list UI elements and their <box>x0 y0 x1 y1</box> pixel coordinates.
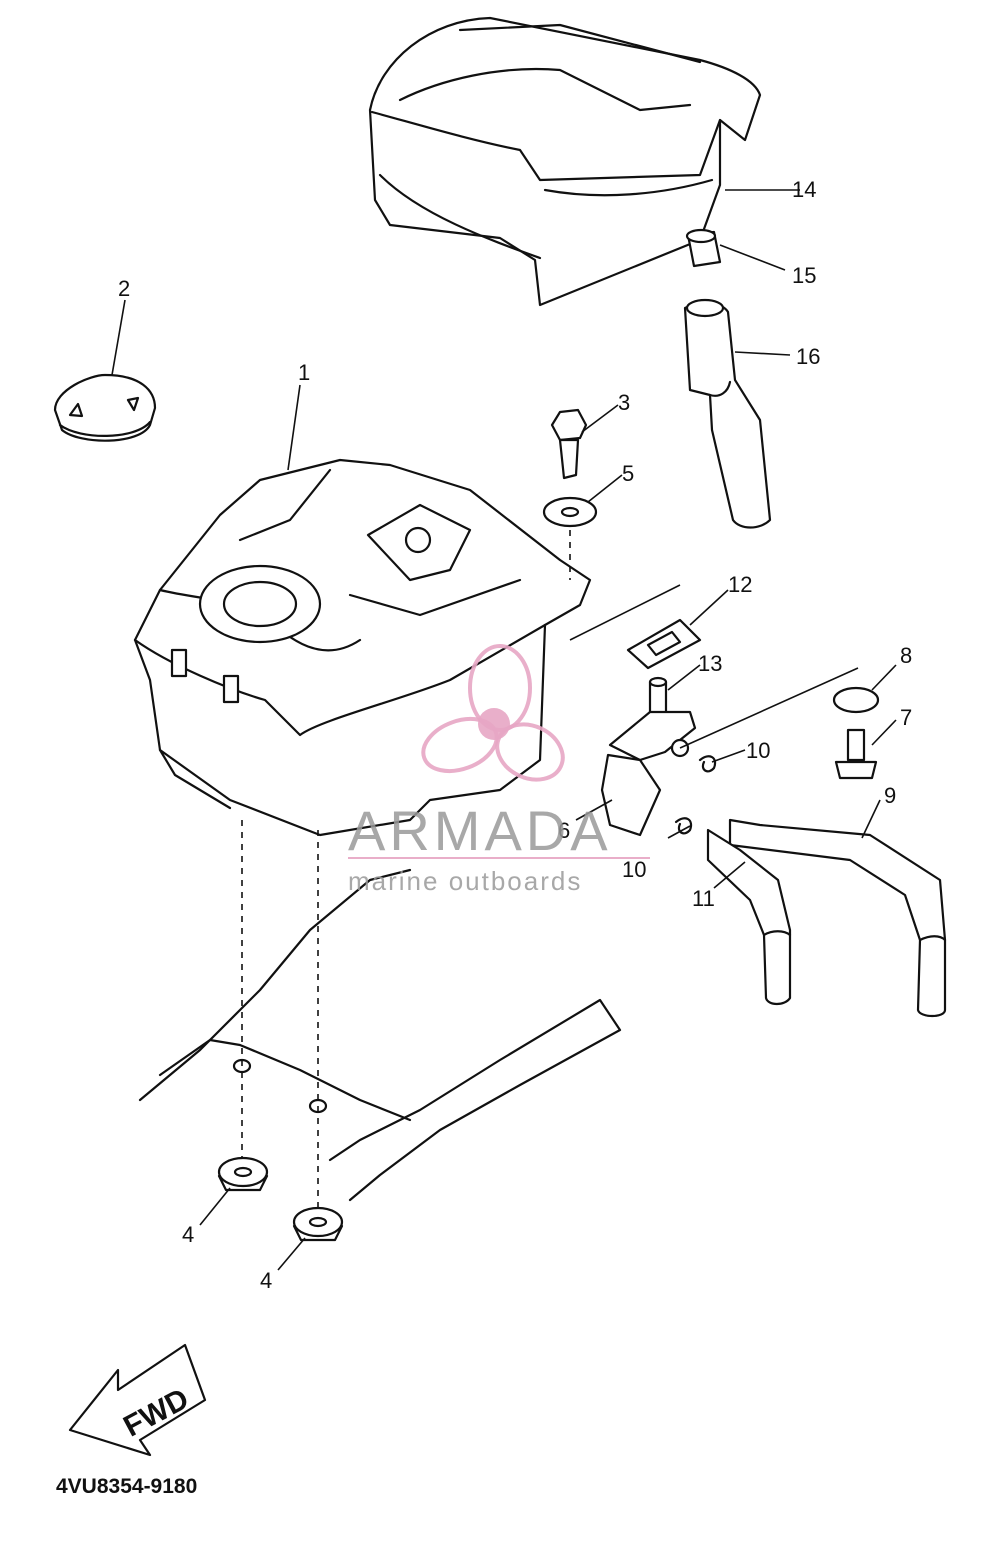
fitting-part <box>685 228 722 268</box>
fuel-hose-2-part <box>706 828 792 1006</box>
drain-screw-part <box>834 728 878 780</box>
callout-5: 5 <box>622 461 634 486</box>
top-cover-part <box>368 16 762 307</box>
rubber-grommet-2-part <box>292 1206 344 1242</box>
grommet-part <box>542 496 598 528</box>
callout-3: 3 <box>618 390 630 415</box>
fwd-arrow: FWD <box>68 1343 207 1457</box>
callout-12: 12 <box>728 572 752 597</box>
bolt-part <box>550 408 588 480</box>
callout-14: 14 <box>792 177 816 202</box>
callout-13: 13 <box>698 651 722 676</box>
watermark-brand: ARMADA <box>348 799 612 862</box>
bracket-part <box>138 868 622 1202</box>
propeller-logo-icon <box>421 644 565 782</box>
callout-10a: 10 <box>746 738 770 763</box>
callout-6: 6 <box>558 818 570 843</box>
clip-part <box>674 755 717 835</box>
armada-watermark-logo: ARMADA marine outboards <box>348 644 650 896</box>
fuel-hose-part <box>728 818 947 1018</box>
filler-cap-part <box>53 373 157 442</box>
drawing-code: 4VU8354-9180 <box>56 1475 197 1498</box>
gasket-part <box>626 618 702 670</box>
callout-11: 11 <box>692 886 715 911</box>
fuel-cock-part <box>600 676 697 837</box>
rubber-grommet-part <box>217 1156 269 1192</box>
callout-16: 16 <box>796 344 820 369</box>
callout-4b: 4 <box>260 1268 272 1293</box>
leader-lines <box>111 189 897 1271</box>
callout-2: 2 <box>118 276 130 301</box>
watermark-tagline: marine outboards <box>348 866 582 896</box>
fuel-tank-part <box>133 458 592 837</box>
callout-1: 1 <box>298 360 310 385</box>
callout-15: 15 <box>792 263 816 288</box>
callout-4a: 4 <box>182 1222 194 1247</box>
callout-9: 9 <box>884 783 896 808</box>
callout-7: 7 <box>900 705 912 730</box>
washer-part <box>832 686 880 714</box>
callout-8: 8 <box>900 643 912 668</box>
callout-10b: 10 <box>622 857 646 882</box>
vent-hose-part <box>683 298 772 529</box>
